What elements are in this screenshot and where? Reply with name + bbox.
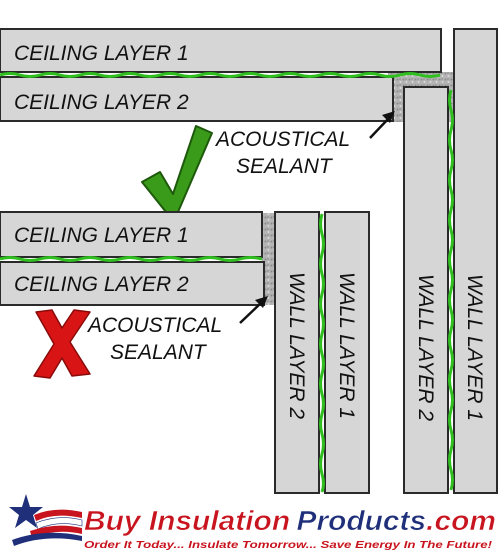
correct-assembly: CEILING LAYER 1 CEILING LAYER 2 WALL LAY… bbox=[0, 28, 498, 494]
ceiling-layer-1-board bbox=[0, 28, 442, 73]
wall-layer-2-label: WALL LAYER 2 bbox=[414, 274, 437, 421]
ceiling-seam-line bbox=[0, 256, 263, 262]
ceiling-layer-2-label: CEILING LAYER 2 bbox=[14, 273, 189, 296]
ceiling-layer-2-board bbox=[0, 76, 394, 122]
check-icon bbox=[141, 125, 213, 213]
ceiling-layer-2-label: CEILING LAYER 2 bbox=[14, 91, 189, 114]
ceiling-layer-1-label: CEILING LAYER 1 bbox=[14, 224, 189, 247]
ceiling-seam-line bbox=[0, 72, 441, 78]
wall-layer-2-board bbox=[274, 211, 320, 494]
sealant-label-line-2: SEALANT bbox=[236, 155, 334, 178]
x-icon bbox=[33, 309, 91, 379]
brand-name-part-1: Buy Insulation bbox=[84, 505, 290, 536]
wall-layer-2-label: WALL LAYER 2 bbox=[285, 272, 308, 419]
sealant-label-line-2: SEALANT bbox=[110, 341, 208, 364]
wall-layer-1-label: WALL LAYER 1 bbox=[335, 272, 358, 419]
brand-name-part-2: Products bbox=[297, 505, 427, 536]
wall-seam-line bbox=[319, 213, 325, 493]
wall-layer-1-board bbox=[453, 28, 498, 494]
sealant-label-line-1: ACOUSTICAL bbox=[214, 128, 350, 151]
sealant-arrow bbox=[239, 296, 268, 324]
wall-layer-1-board bbox=[324, 211, 370, 494]
wall-layer-2-board bbox=[403, 86, 449, 494]
sealant-arrow bbox=[369, 111, 395, 139]
wall-seam-line bbox=[448, 89, 454, 491]
incorrect-assembly: CEILING LAYER 1 CEILING LAYER 2 WALL LAY… bbox=[0, 211, 370, 494]
sealant-label-line-1: ACOUSTICAL bbox=[86, 314, 222, 337]
ceiling-layer-1-label: CEILING LAYER 1 bbox=[14, 42, 189, 65]
brand-name-part-3: .com bbox=[426, 505, 496, 536]
star-flag-icon bbox=[9, 494, 83, 546]
ceiling-layer-2-board bbox=[0, 261, 265, 306]
brand-tagline: Order It Today... Insulate Tomorrow... S… bbox=[84, 539, 493, 551]
wall-layer-1-label: WALL LAYER 1 bbox=[463, 274, 486, 421]
